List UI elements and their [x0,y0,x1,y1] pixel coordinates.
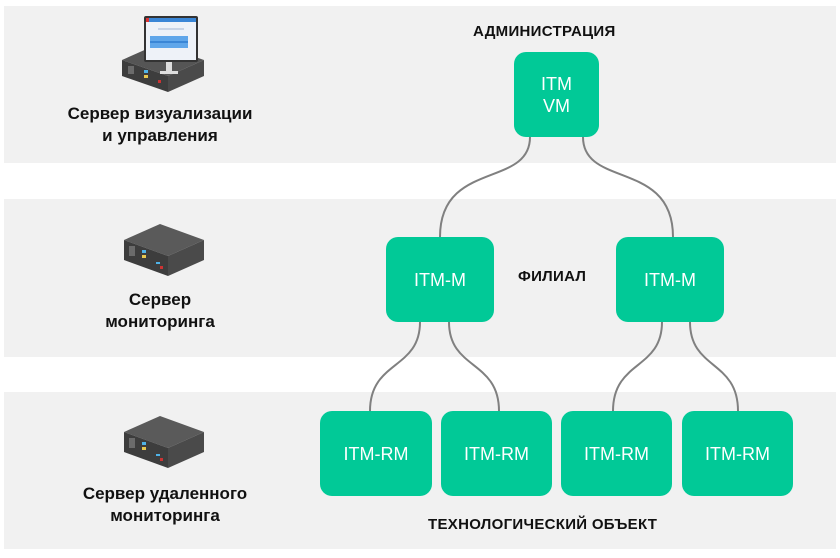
edge-m0-rm1 [448,321,500,412]
node-label: ITM-RM [464,443,529,464]
tier-label-administration: АДМИНИСТРАЦИЯ [473,23,616,40]
node-label-line: ITM [541,73,572,94]
node-itm-m[interactable]: ITM-M [616,237,724,322]
node-label: ITM-RM [705,443,770,464]
edge-vm-m1 [582,136,674,238]
node-label-line: VM [543,95,570,116]
node-itm-vm[interactable]: ITM VM [514,52,599,137]
node-itm-rm[interactable]: ITM-RM [320,411,432,496]
edge-m1-rm3 [689,321,739,412]
role-label-line: Сервер визуализации [67,104,253,123]
tier-label-branch: ФИЛИАЛ [518,268,587,285]
node-itm-m[interactable]: ITM-M [386,237,494,322]
node-itm-rm[interactable]: ITM-RM [682,411,793,496]
node-label: ITM-RM [584,443,649,464]
node-itm-rm[interactable]: ITM-RM [561,411,672,496]
role-label-line: и управления [102,126,218,145]
node-label: ITM-RM [343,443,409,464]
role-label-visualization-server: Сервер визуализации и управления [10,103,310,147]
band-administration [4,6,836,163]
role-label-line: Сервер [128,290,192,309]
role-label-line: мониторинга [105,312,215,331]
edge-vm-m0 [439,136,531,238]
server-icon [124,416,204,468]
node-label: ITM-M [414,269,466,290]
tier-label-technological-object: ТЕХНОЛОГИЧЕСКИЙ ОБЪЕКТ [428,516,658,533]
edge-m0-rm0 [369,321,421,412]
edge-m1-rm2 [612,321,663,412]
monitor-server-icon [122,16,204,92]
role-label-line: Сервер удаленного [82,484,248,503]
node-itm-rm[interactable]: ITM-RM [441,411,552,496]
role-label-monitoring-server: Сервер мониторинга [10,289,310,333]
role-label-remote-monitoring-server: Сервер удаленного мониторинга [15,483,315,527]
server-icon [124,224,204,276]
node-label: ITM-M [644,269,696,290]
role-label-line: мониторинга [110,506,220,525]
